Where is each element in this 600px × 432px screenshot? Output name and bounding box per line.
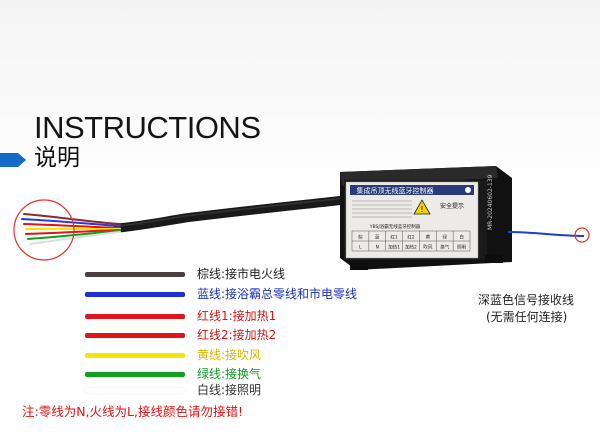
controller-box: 集成吊顶无线蓝牙控制器 ! 安全提示 YBSJ浴霸无线蓝牙控制器 棕L 蓝N 红1 加… [340, 166, 512, 270]
wire-ends-highlight [13, 199, 75, 261]
wire-color-swatch [85, 333, 185, 338]
wire-label: 红线2:接加热2 [197, 328, 277, 342]
wire-color-swatch [85, 388, 185, 393]
wire-label: 绿线:接换气 [197, 367, 262, 381]
wire-color-swatch [85, 292, 185, 297]
wire-color-swatch [85, 272, 185, 277]
wire-color-swatch [85, 353, 185, 358]
wire-legend-row: 棕线:接市电火线 [85, 264, 375, 290]
table-header-cell: 白 [459, 234, 464, 241]
table-title: YBSJ浴霸无线蓝牙控制器 [369, 223, 421, 230]
wire-legend-row: 红线2:接加热2 [85, 325, 375, 351]
svg-text:!: ! [420, 205, 423, 214]
label-title-bar [350, 185, 474, 195]
chevron-right-icon [0, 153, 26, 167]
signal-wire-label: 深蓝色信号接收线 [478, 293, 575, 307]
table-value-cell: 吹风 [423, 244, 432, 251]
wire-table: 棕L 蓝N 红1 加热1 红2 加热2 黄吹风 绿换气 白照明 [358, 231, 467, 251]
wire-label: 黄线:接吹风 [197, 348, 262, 362]
table-header-cell: 黄 [426, 234, 431, 241]
signal-wire-note: (无需任何连接) [486, 310, 568, 324]
signal-wire [507, 231, 585, 237]
wire-label: 红线1:接加热1 [197, 309, 277, 323]
wire-color-swatch [85, 372, 185, 377]
page-subtitle: 说明 [34, 145, 80, 171]
wire-legend-row: 蓝线:接浴霸总零线和市电零线 [85, 284, 375, 310]
table-value-cell: 换气 [440, 244, 449, 251]
table-value-cell: 加热2 [405, 244, 417, 251]
signal-wire-highlight [574, 227, 590, 243]
table-header-cell: 红1 [390, 234, 397, 241]
table-value-cell: N [376, 245, 379, 251]
device-side-label: MR-20240602-139 [487, 174, 494, 230]
wire-legend-row: 黄线:接吹风 [85, 345, 375, 371]
wire-legend-row: 绿线:接换气 [85, 364, 375, 390]
wire-label: 棕线:接市电火线 [197, 267, 286, 281]
page-title: INSTRUCTIONS [34, 110, 261, 145]
main-cable [113, 195, 350, 233]
table-header-cell: 红2 [407, 234, 414, 241]
table-value-cell: 照明 [457, 245, 466, 251]
table-value-cell: 加热1 [388, 244, 400, 251]
wire-label: 白线:接照明 [197, 383, 262, 397]
wire-legend-row: 白线:接照明 [85, 380, 375, 406]
table-header-cell: 绿 [442, 234, 447, 241]
wire-label: 蓝线:接浴霸总零线和市电零线 [197, 287, 358, 301]
wire-color-swatch [85, 314, 185, 319]
warning-title: 安全提示 [440, 202, 464, 210]
wiring-warning-note: 注:零线为N,火线为L,接线颜色请勿接错! [22, 404, 243, 419]
table-value-cell: L [359, 245, 362, 251]
fanned-wires [21, 213, 121, 245]
device-title: 集成吊顶无线蓝牙控制器 [357, 186, 434, 195]
table-header-cell: 棕 [358, 234, 363, 241]
table-header-cell: 蓝 [375, 234, 380, 241]
wire-legend-row: 红线1:接加热1 [85, 306, 375, 332]
